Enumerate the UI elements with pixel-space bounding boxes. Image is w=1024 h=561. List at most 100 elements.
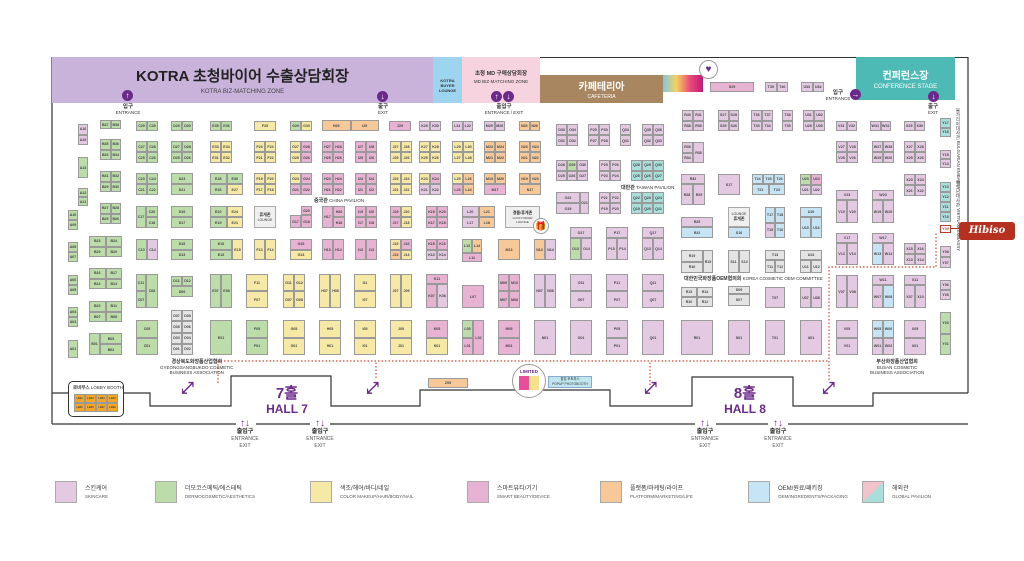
booth-p11[interactable]: P11 bbox=[606, 274, 628, 291]
booth-y09[interactable]: Y09 bbox=[940, 225, 951, 233]
booth-g30[interactable]: G30 bbox=[301, 121, 312, 131]
booth-b13[interactable]: B13 bbox=[89, 278, 106, 289]
booth-c18[interactable]: C18 bbox=[146, 217, 158, 228]
booth-i28[interactable]: I28 bbox=[366, 141, 377, 152]
booth-z05[interactable]: Z05 bbox=[428, 378, 468, 388]
booth-m10[interactable]: M10 bbox=[509, 274, 520, 291]
booth-r10[interactable]: R10 bbox=[681, 297, 697, 307]
booth-h22[interactable]: H22 bbox=[333, 184, 344, 195]
booth-v20[interactable]: V20 bbox=[847, 200, 858, 223]
booth-k23[interactable]: K23 bbox=[419, 173, 430, 184]
booth-j07[interactable]: J07 bbox=[390, 274, 401, 308]
booth-k18[interactable]: K18 bbox=[437, 217, 448, 228]
booth-h25[interactable]: H25 bbox=[322, 152, 333, 163]
booth-q34[interactable]: Q34 bbox=[620, 124, 631, 135]
booth-q22[interactable]: Q22 bbox=[631, 192, 642, 203]
booth-e31[interactable]: E31 bbox=[210, 152, 221, 163]
booth-l02[interactable]: L02 bbox=[473, 320, 484, 355]
booth-w02[interactable]: W02 bbox=[883, 337, 894, 355]
booth-h05[interactable]: H05 bbox=[319, 320, 341, 338]
booth-d19[interactable]: D19 bbox=[171, 206, 193, 217]
booth-d01[interactable]: D01 bbox=[171, 343, 182, 355]
lobby-booth[interactable]: LB03 bbox=[96, 394, 107, 403]
booth-v01[interactable]: V01 bbox=[836, 337, 858, 355]
booth-k30[interactable]: K30 bbox=[430, 121, 441, 131]
booth-k21[interactable]: K21 bbox=[419, 184, 430, 195]
booth-p17[interactable]: P17 bbox=[606, 227, 628, 238]
booth-j25[interactable]: J25 bbox=[390, 152, 401, 163]
booth-e28[interactable]: E28 bbox=[210, 173, 227, 184]
booth-u07[interactable]: U07 bbox=[800, 287, 811, 308]
booth-e15[interactable]: E15 bbox=[232, 239, 243, 260]
booth-j22[interactable]: J22 bbox=[401, 184, 412, 195]
booth-b36[interactable]: B36 bbox=[110, 139, 121, 150]
booth-a12[interactable]: A12 bbox=[78, 188, 88, 197]
booth-w17[interactable]: W17 bbox=[872, 233, 894, 243]
booth-r40[interactable]: R40 bbox=[682, 110, 693, 121]
booth-k22[interactable]: K22 bbox=[430, 184, 441, 195]
booth-w06[interactable]: W06 bbox=[883, 320, 894, 338]
hibiso-badge[interactable]: Hibiso bbox=[959, 222, 1015, 240]
booth-x11[interactable]: X11 bbox=[904, 275, 926, 285]
booth-k27[interactable]: K27 bbox=[419, 141, 430, 152]
booth-j27[interactable]: J27 bbox=[390, 141, 401, 152]
booth-q26[interactable]: Q26 bbox=[642, 170, 653, 181]
booth-g18[interactable]: G18 bbox=[301, 215, 312, 228]
booth-w05[interactable]: W05 bbox=[872, 320, 883, 338]
booth-e27[interactable]: E27 bbox=[226, 184, 243, 195]
booth-y08[interactable]: Y08 bbox=[940, 246, 951, 257]
booth-w13[interactable]: W13 bbox=[872, 243, 883, 265]
booth-b31[interactable]: B31 bbox=[100, 171, 111, 182]
booth-l14[interactable]: L14 bbox=[472, 239, 482, 253]
lobby-booth[interactable]: LB01 bbox=[74, 394, 85, 403]
booth-s29[interactable]: S29 bbox=[710, 82, 754, 92]
booth-r36[interactable]: R36 bbox=[682, 142, 693, 153]
booth-h24[interactable]: H24 bbox=[333, 173, 344, 184]
booth-d06[interactable]: D06 bbox=[182, 321, 193, 333]
booth-c24[interactable]: C24 bbox=[147, 173, 158, 184]
booth-w28[interactable]: W28 bbox=[883, 141, 894, 152]
booth-u11[interactable]: U11 bbox=[800, 260, 811, 273]
booth-n25[interactable]: N25 bbox=[519, 121, 530, 131]
booth-b11[interactable]: B11 bbox=[105, 301, 122, 312]
booth-y14[interactable]: Y14 bbox=[940, 159, 951, 168]
booth-v28[interactable]: V28 bbox=[847, 141, 858, 152]
booth-s17[interactable]: S17 bbox=[718, 174, 740, 195]
booth-b01[interactable]: B01 bbox=[89, 333, 100, 355]
booth-s26[interactable]: S26 bbox=[728, 120, 739, 131]
booth-l24[interactable]: L24 bbox=[463, 184, 474, 195]
booth-i20[interactable]: I20 bbox=[366, 206, 377, 217]
booth-q20[interactable]: Q20 bbox=[642, 203, 653, 214]
booth-n22[interactable]: N22 bbox=[530, 152, 541, 163]
booth-j14[interactable]: J14 bbox=[401, 249, 412, 260]
booth-o22[interactable]: O22 bbox=[556, 192, 580, 203]
booth-x27[interactable]: X27 bbox=[904, 141, 915, 152]
booth-f24[interactable]: F24 bbox=[265, 141, 276, 152]
booth-p22[interactable]: P22 bbox=[610, 192, 621, 203]
booth-s01[interactable]: S01 bbox=[728, 320, 750, 355]
booth-c27[interactable]: C27 bbox=[136, 141, 147, 152]
booth-m25[interactable]: M25 bbox=[484, 121, 495, 131]
booth-k20[interactable]: K20 bbox=[437, 206, 448, 217]
booth-s27[interactable]: S27 bbox=[718, 110, 729, 121]
booth-l23[interactable]: L23 bbox=[452, 184, 463, 195]
booth-g21[interactable]: G21 bbox=[290, 184, 301, 195]
booth-p21[interactable]: P21 bbox=[599, 192, 610, 203]
booth-p01[interactable]: P01 bbox=[606, 337, 628, 355]
booth-e34[interactable]: E34 bbox=[221, 141, 232, 152]
booth-e36[interactable]: E36 bbox=[221, 121, 232, 131]
booth-w14[interactable]: W14 bbox=[883, 243, 894, 265]
booth-a05[interactable]: A05 bbox=[68, 285, 78, 295]
booth-e35[interactable]: E35 bbox=[210, 121, 221, 131]
booth-i23[interactable]: I23 bbox=[355, 173, 366, 184]
booth-d21[interactable]: D21 bbox=[171, 184, 193, 195]
booth-o26[interactable]: O26 bbox=[566, 170, 578, 181]
booth-i01[interactable]: I01 bbox=[354, 337, 376, 355]
booth-t13[interactable]: T13 bbox=[765, 250, 785, 260]
booth-b05[interactable]: B05 bbox=[100, 333, 122, 344]
booth-y01[interactable]: Y01 bbox=[940, 333, 951, 355]
booth-j09[interactable]: J09 bbox=[401, 274, 412, 308]
booth-y12[interactable]: Y12 bbox=[940, 192, 951, 202]
booth-m07[interactable]: M07 bbox=[498, 291, 509, 308]
booth-m26[interactable]: M26 bbox=[494, 121, 505, 131]
